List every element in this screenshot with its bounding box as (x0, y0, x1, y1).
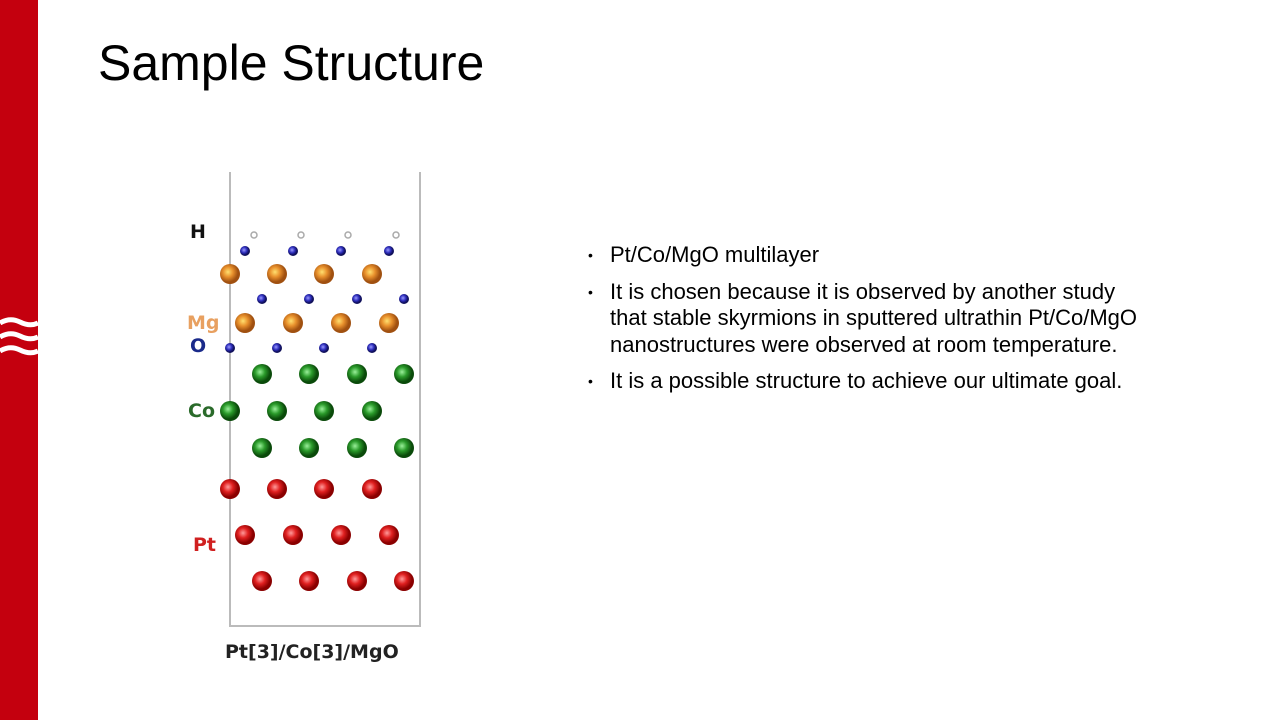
mg-atom (362, 264, 382, 284)
label-h: H (190, 221, 206, 243)
o-atom (288, 246, 298, 256)
bullet-item: • Pt/Co/MgO multilayer (588, 242, 1148, 269)
pt-atom (314, 479, 334, 499)
bullet-icon: • (588, 283, 593, 300)
mg-atom (220, 264, 240, 284)
co-atom (394, 438, 414, 458)
mg-atom (314, 264, 334, 284)
co-atom (347, 438, 367, 458)
pt-atom (362, 479, 382, 499)
o-atom (272, 343, 282, 353)
h-atom (344, 231, 352, 239)
mg-atom (379, 313, 399, 333)
h-atom (392, 231, 400, 239)
figure-caption: Pt[3]/Co[3]/MgO (225, 641, 399, 663)
accent-sidebar (0, 0, 38, 720)
pt-atom (267, 479, 287, 499)
h-atom (297, 231, 305, 239)
co-atom (314, 401, 334, 421)
bullet-text: Pt/Co/MgO multilayer (610, 242, 820, 267)
o-atom (336, 246, 346, 256)
co-atom (220, 401, 240, 421)
bullet-icon: • (588, 247, 593, 263)
o-atom (384, 246, 394, 256)
bullet-icon: • (588, 373, 593, 389)
pt-atom (299, 571, 319, 591)
co-atom (362, 401, 382, 421)
wave-logo-icon (0, 317, 38, 356)
bullet-item: • It is a possible structure to achieve o… (588, 368, 1148, 395)
co-atom (347, 364, 367, 384)
bullet-list: • Pt/Co/MgO multilayer • It is chosen beca… (588, 242, 1148, 405)
co-atom (394, 364, 414, 384)
o-atom (240, 246, 250, 256)
bullet-text: It is chosen because it is observed by a… (610, 278, 1138, 357)
pt-atom (394, 571, 414, 591)
mg-atom (331, 313, 351, 333)
mg-atom (283, 313, 303, 333)
o-atom (399, 294, 409, 304)
co-atom (299, 364, 319, 384)
mg-atom (235, 313, 255, 333)
co-atom (267, 401, 287, 421)
pt-atom (331, 525, 351, 545)
pt-atom (220, 479, 240, 499)
label-o: O (190, 335, 207, 357)
label-mg: Mg (187, 312, 220, 334)
cell-box (229, 172, 421, 627)
pt-atom (283, 525, 303, 545)
pt-atom (235, 525, 255, 545)
h-atom (250, 231, 258, 239)
co-atom (252, 364, 272, 384)
o-atom (257, 294, 267, 304)
mg-atom (267, 264, 287, 284)
pt-atom (347, 571, 367, 591)
o-atom (352, 294, 362, 304)
bullet-item: • It is chosen because it is observed by … (588, 279, 1148, 359)
pt-atom (252, 571, 272, 591)
bullet-text: It is a possible structure to achieve ou… (610, 368, 1123, 393)
o-atom (225, 343, 235, 353)
pt-atom (379, 525, 399, 545)
o-atom (367, 343, 377, 353)
o-atom (304, 294, 314, 304)
co-atom (299, 438, 319, 458)
label-pt: Pt (193, 534, 217, 556)
slide-title: Sample Structure (98, 35, 485, 91)
label-co: Co (188, 400, 215, 422)
co-atom (252, 438, 272, 458)
o-atom (319, 343, 329, 353)
